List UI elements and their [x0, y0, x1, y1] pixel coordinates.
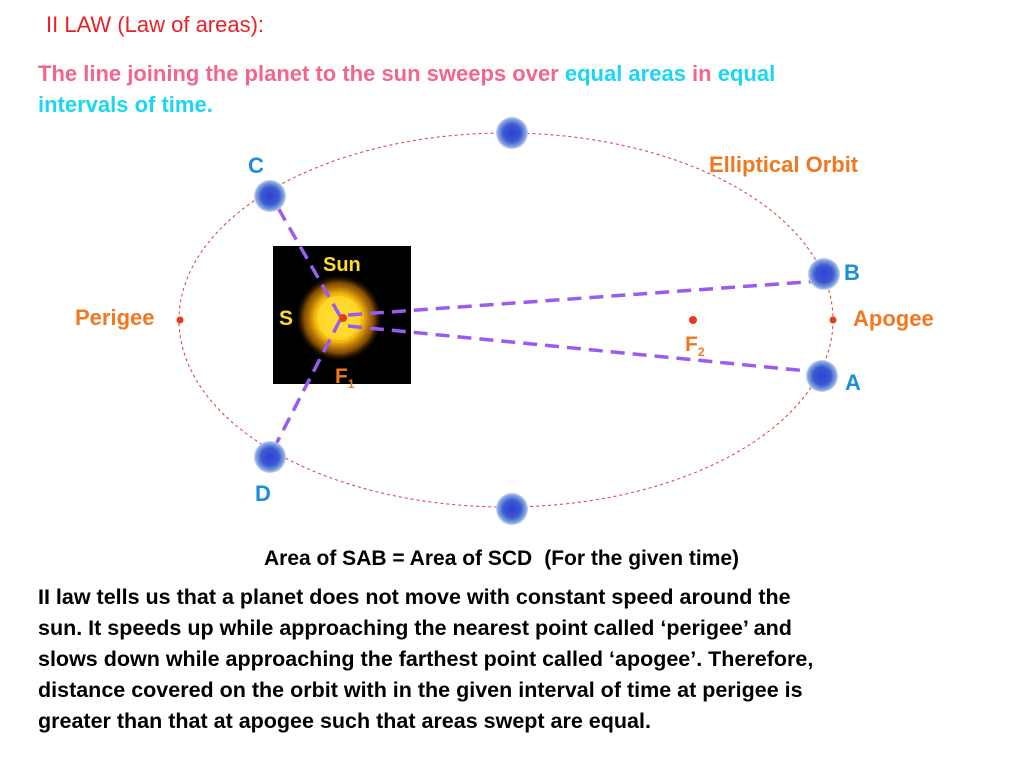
sun-label: Sun: [323, 254, 361, 276]
planet-a: [806, 360, 838, 392]
equation-note: (For the given time): [544, 547, 740, 570]
explanation-line: sun. It speeds up while approaching the …: [38, 616, 792, 640]
perigee-marker: [176, 316, 184, 324]
perigee-label: Perigee: [75, 305, 155, 330]
statement-part2: in: [685, 61, 718, 86]
planet-d: [254, 441, 286, 473]
point-c-label: C: [248, 153, 264, 178]
statement-part1: The line joining the planet to the sun s…: [38, 61, 565, 86]
sweep-line-sa: [347, 324, 819, 374]
focus-2-marker: [689, 316, 697, 324]
statement-highlight-equal-areas: equal areas: [564, 61, 686, 86]
statement-highlight-intervals: intervals of time: [38, 92, 207, 117]
planet-c: [254, 180, 286, 212]
apogee-marker: [829, 316, 837, 324]
planet-top: [496, 117, 528, 149]
sweep-line-sd: [270, 319, 342, 453]
focus-1-marker: [339, 314, 347, 322]
explanation-line: slows down while approaching the farthes…: [38, 647, 814, 671]
point-d-label: D: [255, 481, 271, 506]
point-a-label: A: [845, 370, 861, 395]
apogee-label: Apogee: [853, 306, 934, 331]
area-equation: Area of SAB = Area of SCD (For the given …: [264, 547, 739, 571]
explanation-line: II law tells us that a planet does not m…: [38, 585, 791, 609]
planet-b: [808, 258, 840, 290]
equation-main: Area of SAB = Area of SCD: [264, 547, 533, 570]
focus-2-label: F2: [685, 333, 705, 359]
sweep-lines: [270, 198, 821, 453]
slide-title: II LAW (Law of areas):: [46, 12, 265, 37]
explanation-line: greater than that at apogee such that ar…: [38, 709, 651, 733]
law-statement: The line joining the planet to the sun s…: [38, 58, 958, 120]
planet-bottom: [496, 493, 528, 525]
sun-point-label: S: [279, 307, 293, 330]
focus-1-label: F1: [335, 365, 355, 391]
explanation-paragraph: II law tells us that a planet does not m…: [38, 582, 998, 737]
point-b-label: B: [844, 260, 860, 285]
statement-highlight-equal: equal: [717, 61, 776, 86]
explanation-line: distance covered on the orbit with in th…: [38, 678, 803, 702]
statement-end: .: [206, 92, 213, 117]
sweep-line-sc: [271, 198, 342, 317]
sweep-line-sb: [347, 279, 821, 317]
orbit-label: Elliptical Orbit: [709, 152, 859, 177]
planets: [254, 117, 840, 525]
